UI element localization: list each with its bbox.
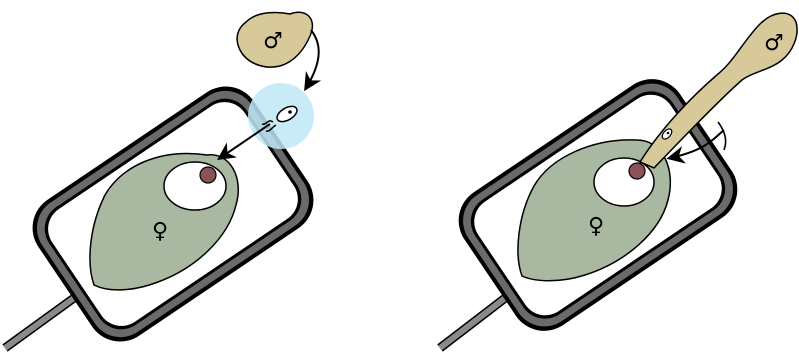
left-female-symbol: ♀ [152,219,168,244]
left-male-symbol: ♂ [263,29,283,54]
right-male-symbol: ♂ [764,31,784,56]
right-female-symbol: ♀ [588,214,604,239]
left-nucleus [200,167,216,183]
left-egg-cavity [164,162,226,210]
left-panel: ♀ ♂ [5,12,327,354]
right-nucleus [629,163,645,179]
left-stem-fill [5,290,85,348]
right-arrow-tail [718,122,726,150]
right-stem-fill [440,292,513,348]
right-egg-cavity [594,158,654,206]
right-panel: ♀ ♂ [440,13,797,348]
